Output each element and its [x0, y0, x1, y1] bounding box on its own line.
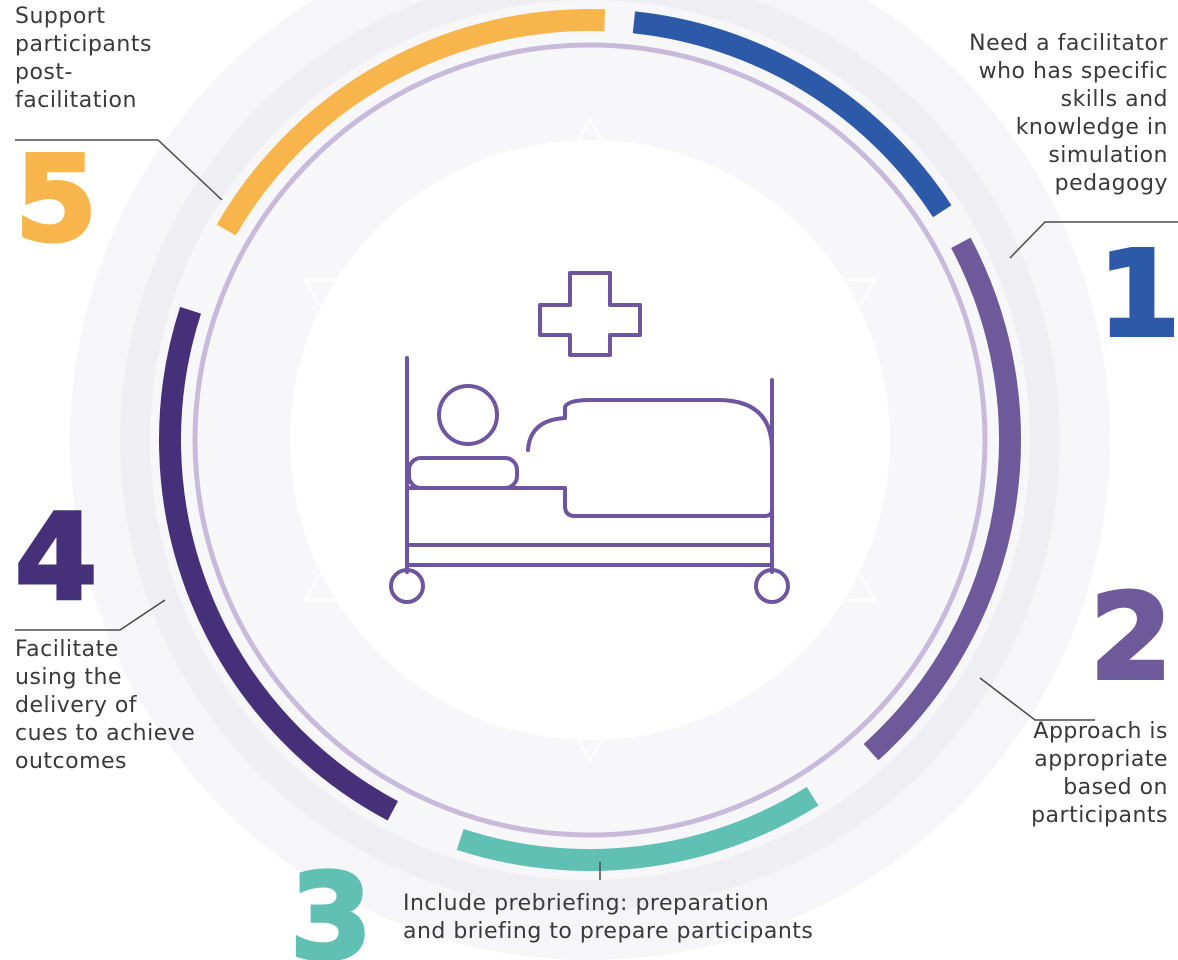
medical-cross-icon — [538, 271, 642, 357]
leader-lines — [15, 139, 1178, 880]
step-5-arc — [216, 9, 606, 236]
right-wheel — [754, 568, 790, 604]
step-arcs — [159, 9, 1021, 871]
center-circle — [290, 140, 890, 740]
step-2-arc — [863, 237, 1021, 761]
hospital-bed-icon — [389, 271, 790, 604]
step-3-number: 3 — [288, 848, 374, 960]
step-4-arc — [159, 306, 398, 821]
leader-line-2 — [979, 677, 1095, 721]
inner-ring — [192, 42, 988, 838]
step-5-number: 5 — [13, 130, 99, 268]
leader-line-1 — [1009, 221, 1178, 259]
blanket — [407, 398, 774, 518]
step-1-arc — [632, 11, 952, 218]
leader-line-4 — [15, 599, 166, 631]
left-wheel — [389, 568, 425, 604]
step-5-text: Support participants post- facilitation — [15, 4, 152, 113]
leader-line-5 — [15, 139, 223, 201]
step-1-number: 1 — [1096, 225, 1178, 363]
step-1-text: Need a facilitator who has specific skil… — [969, 31, 1168, 196]
step-3-arc — [456, 786, 819, 871]
step-2-text: Approach is appropriate based on partici… — [1031, 719, 1168, 828]
step-4-number: 4 — [13, 488, 99, 626]
step-3-text: Include prebriefing: preparation and bri… — [403, 891, 814, 944]
step-2-number: 2 — [1088, 568, 1174, 706]
patient-head — [437, 384, 499, 446]
step-4-text: Facilitate using the delivery of cues to… — [15, 637, 196, 774]
